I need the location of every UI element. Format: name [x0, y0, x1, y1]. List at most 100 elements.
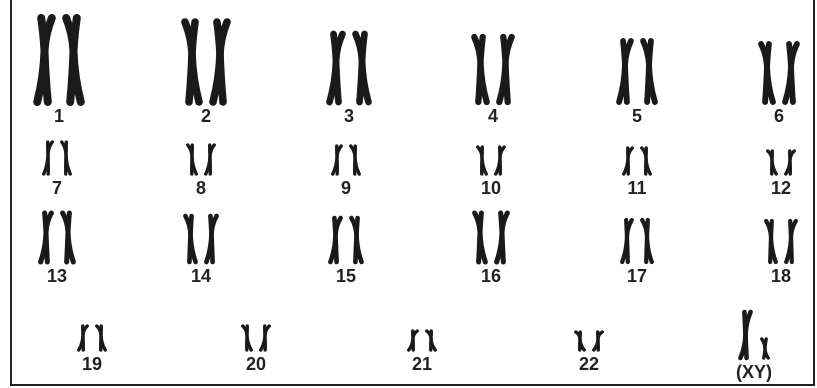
chromosome-label: 3	[344, 106, 354, 126]
chromosome-pair-graphic	[407, 306, 437, 352]
chromosome-icon	[38, 211, 54, 264]
chromosome-icon	[758, 42, 776, 104]
chromosome-label: 4	[488, 106, 498, 126]
chromosome-pair-graphic	[42, 136, 72, 176]
chromosome-label: 18	[771, 266, 791, 286]
chromosome-pair-6: 6	[754, 14, 804, 126]
chromosome-label: 8	[196, 178, 206, 198]
chromosome-label: 6	[774, 106, 784, 126]
chromosome-label: 13	[47, 266, 67, 286]
chromosome-label: 12	[771, 178, 791, 198]
chromosome-icon	[326, 32, 346, 104]
karyotype-frame: 1 2 3 4 5 6 7 8 9 10 11 12	[10, 0, 815, 386]
chromosome-label: 11	[627, 178, 646, 198]
chromosome-pair-graphic	[766, 136, 796, 176]
chromosome-icon	[60, 140, 72, 176]
chromosome-icon	[494, 145, 506, 176]
chromosome-pair-5: 5	[612, 14, 662, 126]
chromosome-icon	[183, 214, 198, 264]
chromosome-icon	[622, 146, 634, 176]
chromosome-label: 15	[336, 266, 356, 286]
chromosome-icon	[241, 324, 253, 352]
chromosome-pair-9: 9	[321, 136, 371, 198]
chromosome-label: 20	[246, 354, 266, 374]
chromosome-pair-21: 21	[397, 306, 447, 374]
chromosome-pair-graphic	[326, 14, 372, 104]
chromosome-pair-graphic	[331, 136, 361, 176]
chromosome-pair-22: 22	[564, 306, 614, 374]
chromosome-icon	[331, 144, 343, 176]
chromosome-pair-graphic	[33, 14, 85, 104]
chromosome-pair-graphic	[738, 300, 771, 360]
chromosome-icon	[407, 329, 419, 352]
chromosome-icon	[784, 219, 798, 264]
chromosome-icon	[425, 329, 437, 352]
chromosome-icon	[759, 337, 771, 360]
chromosome-icon	[472, 211, 488, 264]
chromosome-pair-7: 7	[32, 136, 82, 198]
chromosome-pair-16: 16	[466, 210, 516, 286]
chromosome-pair-graphic	[574, 306, 604, 352]
chromosome-label: 16	[481, 266, 501, 286]
chromosome-pair-graphic	[328, 210, 364, 264]
chromosome-pair-17: 17	[612, 210, 662, 286]
chromosome-icon	[349, 216, 364, 264]
chromosome-icon	[766, 149, 778, 176]
chromosome-label: 9	[341, 178, 351, 198]
chromosome-icon	[782, 42, 800, 104]
chromosome-pair-graphic	[620, 210, 654, 264]
chromosome-icon	[640, 218, 654, 264]
chromosome-pair-graphic	[472, 210, 510, 264]
chromosome-icon	[738, 310, 753, 360]
chromosome-icon	[328, 216, 343, 264]
chromosome-icon	[574, 330, 586, 352]
chromosome-label: 7	[52, 178, 62, 198]
chromosome-icon	[640, 39, 658, 104]
chromosome-pair-3: 3	[324, 14, 374, 126]
chromosome-icon	[204, 214, 219, 264]
chromosome-pair-graphic	[758, 14, 800, 104]
chromosome-pair-4: 4	[468, 14, 518, 126]
chromosome-icon	[349, 144, 361, 176]
chromosome-pair-2: 2	[176, 14, 236, 126]
chromosome-pair-11: 11	[612, 136, 662, 198]
chromosome-pair-xy: (XY)	[724, 300, 784, 382]
chromosome-pair-1: 1	[34, 14, 84, 126]
chromosome-pair-graphic	[471, 14, 515, 104]
chromosome-pair-graphic	[181, 14, 231, 104]
chromosome-pair-12: 12	[756, 136, 806, 198]
chromosome-pair-graphic	[616, 14, 658, 104]
chromosome-icon	[620, 218, 634, 264]
chromosome-label: 17	[627, 266, 647, 286]
chromosome-icon	[42, 140, 54, 176]
chromosome-label: 22	[579, 354, 599, 374]
chromosome-label: 19	[82, 354, 102, 374]
chromosome-pair-13: 13	[32, 210, 82, 286]
chromosome-label: 5	[632, 106, 642, 126]
chromosome-pair-graphic	[186, 136, 216, 176]
chromosome-pair-graphic	[241, 306, 271, 352]
chromosome-pair-8: 8	[176, 136, 226, 198]
chromosome-label: 21	[412, 354, 432, 374]
chromosome-pair-graphic	[38, 210, 76, 264]
chromosome-pair-graphic	[622, 136, 652, 176]
chromosome-pair-20: 20	[231, 306, 281, 374]
chromosome-pair-graphic	[764, 210, 798, 264]
chromosome-icon	[209, 20, 231, 104]
chromosome-icon	[616, 39, 634, 104]
chromosome-icon	[95, 324, 107, 352]
chromosome-icon	[181, 20, 203, 104]
chromosome-label: 14	[191, 266, 211, 286]
chromosome-icon	[259, 324, 271, 352]
chromosome-icon	[784, 149, 796, 176]
chromosome-icon	[494, 211, 510, 264]
chromosome-label: 2	[201, 106, 211, 126]
chromosome-pair-15: 15	[321, 210, 371, 286]
chromosome-label: (XY)	[736, 362, 772, 382]
chromosome-pair-graphic	[77, 306, 107, 352]
chromosome-icon	[77, 324, 89, 352]
chromosome-pair-19: 19	[67, 306, 117, 374]
chromosome-icon	[60, 211, 76, 264]
chromosome-icon	[471, 35, 490, 104]
chromosome-icon	[62, 16, 85, 104]
